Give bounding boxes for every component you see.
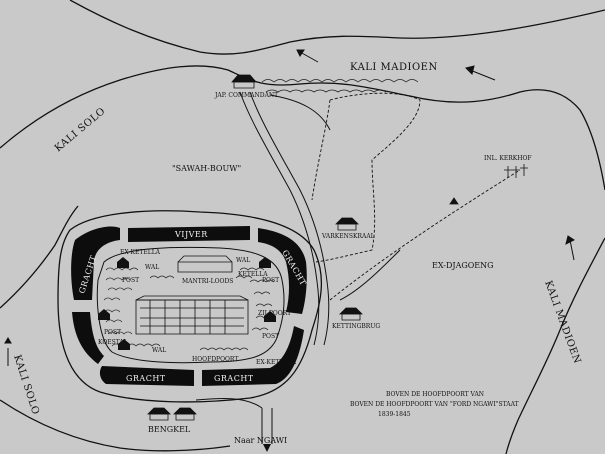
label-post-tl: POST xyxy=(122,277,139,284)
dashed-paths xyxy=(311,92,521,301)
moat-top xyxy=(128,226,250,242)
label-river-left-top: KALI SOLO xyxy=(53,106,108,155)
tree-line xyxy=(261,79,419,93)
label-wal-bottom: WAL xyxy=(152,347,166,354)
fort-inner-wall xyxy=(96,246,285,364)
caption-line-1: BOVEN DE HOOFDPOORT VAN xyxy=(386,391,484,398)
label-vijver: VIJVER xyxy=(174,230,208,239)
moat-top-right xyxy=(258,228,307,314)
label-gracht-bl: GRACHT xyxy=(126,374,166,383)
kettingbrug-house xyxy=(339,307,363,321)
varkenskraal-house xyxy=(335,217,359,231)
label-river-left-bottom: KALI SOLO xyxy=(11,354,41,417)
cemetery-crosses xyxy=(504,164,528,178)
figure-marker xyxy=(449,197,459,205)
moat-bottom-left xyxy=(99,366,194,386)
fort-outer-wall xyxy=(57,210,323,403)
moat-top-left xyxy=(71,226,120,300)
moat-left xyxy=(72,312,104,364)
river-bank-right xyxy=(505,237,605,454)
label-wal-top: WAL xyxy=(145,264,159,271)
moat-bottom-right xyxy=(202,326,304,386)
roads xyxy=(195,91,401,444)
commandant-house xyxy=(231,74,257,89)
label-koestal: KOESTAL xyxy=(98,339,128,346)
flow-arrows xyxy=(4,49,575,366)
caption-line-3: 1839-1845 xyxy=(378,411,411,418)
fort xyxy=(57,210,323,403)
label-ex-ketella-top: EX-KETELLA xyxy=(120,249,161,256)
label-post-l: POST xyxy=(104,329,121,336)
label-varkenskraal: VARKENSKRAAL xyxy=(321,233,375,240)
outside-buildings xyxy=(147,74,459,421)
label-sawah: "SAWAH-BOUW" xyxy=(172,164,241,173)
label-river-top: KALI MADIOEN xyxy=(350,62,438,73)
label-hoofdpoort: HOOFDPOORT xyxy=(192,356,238,363)
label-kerkhof: INL. KERKHOF xyxy=(484,155,532,162)
river-bank-top-inner xyxy=(0,65,605,191)
label-kettingbrug: KETTINGBRUG xyxy=(332,323,380,330)
barracks xyxy=(135,295,249,335)
arrow-top-right xyxy=(469,69,496,81)
label-post-tr: POST xyxy=(262,277,279,284)
arrow-right xyxy=(569,239,575,261)
mantri-loods-building xyxy=(177,255,233,273)
label-ex-djagoeng: EX-DJAGOENG xyxy=(432,261,494,270)
river-bank-left xyxy=(0,205,79,309)
label-gracht-br: GRACHT xyxy=(214,374,254,383)
label-bengkel: BENGKEL xyxy=(148,425,191,434)
moat xyxy=(71,226,307,386)
label-mantri-loods: MANTRI-LOODS xyxy=(182,278,233,285)
bengkel-houses xyxy=(147,407,197,421)
arrow-top-left xyxy=(299,51,319,63)
label-commandant: JAP. COMMANDANT xyxy=(214,92,278,99)
label-ex-ketella-bottom: EX-KETELLA xyxy=(256,359,297,366)
fort-trees xyxy=(103,267,275,351)
south-arrow-icon xyxy=(263,444,271,452)
river-bank-top-outer xyxy=(69,0,605,55)
label-wal-top2: WAL xyxy=(236,257,250,264)
river-bank-left-lower xyxy=(0,399,231,452)
label-ketella: KETELLA xyxy=(238,271,268,278)
label-zij-poort: ZIJ POORT xyxy=(258,310,291,317)
caption-line-2: BOVEN DE HOOFDPOORT VAN "FORD NGAWI"STAA… xyxy=(350,401,519,408)
label-post-r: POST xyxy=(262,333,279,340)
label-naar-ngawi: Naar NGAWI xyxy=(234,436,287,445)
posts xyxy=(98,257,276,350)
